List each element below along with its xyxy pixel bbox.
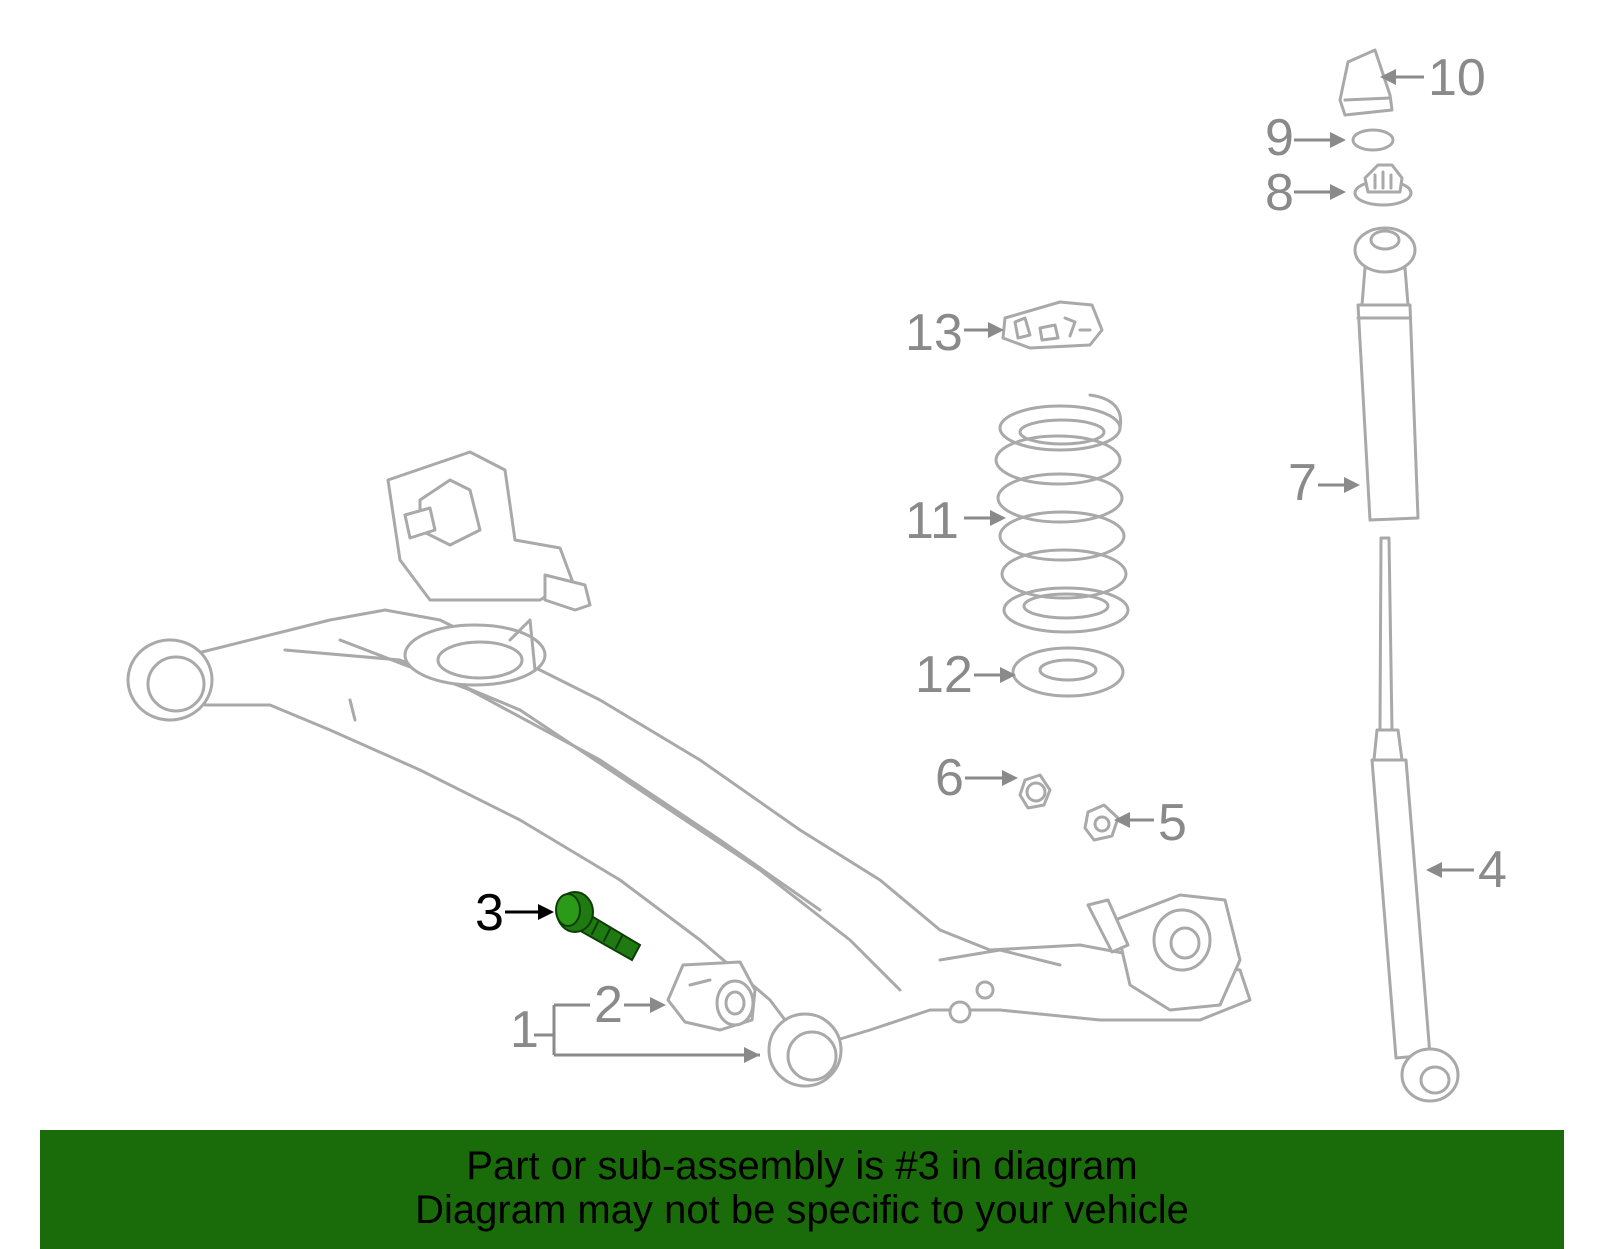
axle-beam xyxy=(126,450,1252,1088)
callout-6: 6 xyxy=(935,749,1018,807)
svg-text:12: 12 xyxy=(915,646,973,704)
nut-part-5 xyxy=(1083,803,1120,842)
bolt-part-3 xyxy=(555,891,642,962)
callout-2: 2 xyxy=(594,976,666,1034)
svg-text:4: 4 xyxy=(1478,841,1507,899)
callout-8: 8 xyxy=(1265,164,1346,222)
coil-spring xyxy=(994,393,1130,634)
svg-text:5: 5 xyxy=(1158,794,1187,852)
svg-text:3: 3 xyxy=(475,884,504,942)
banner-disclaimer-text: Diagram may not be specific to your vehi… xyxy=(415,1188,1189,1232)
svg-text:9: 9 xyxy=(1265,109,1294,167)
bushing xyxy=(666,960,757,1032)
shock-absorber xyxy=(1370,536,1460,1103)
callout-12: 12 xyxy=(915,646,1016,704)
svg-text:8: 8 xyxy=(1265,164,1294,222)
bump-stop-cap xyxy=(1338,48,1394,117)
svg-text:6: 6 xyxy=(935,749,964,807)
callout-13: 13 xyxy=(905,304,1004,362)
callout-11: 11 xyxy=(905,492,1006,550)
callout-4: 4 xyxy=(1426,841,1507,899)
callout-1: 1 xyxy=(510,1001,760,1063)
svg-text:10: 10 xyxy=(1428,49,1486,107)
callout-9: 9 xyxy=(1265,109,1346,167)
spring-seat-lower xyxy=(1011,646,1125,698)
svg-text:13: 13 xyxy=(905,304,963,362)
callout-3: 3 xyxy=(475,884,554,942)
svg-text:11: 11 xyxy=(905,492,959,550)
callout-10: 10 xyxy=(1380,49,1486,107)
svg-text:1: 1 xyxy=(510,1001,539,1059)
dust-boot xyxy=(1353,226,1420,522)
callout-5: 5 xyxy=(1114,794,1187,852)
callout-7: 7 xyxy=(1288,454,1360,512)
nut-part-6 xyxy=(1018,773,1052,810)
svg-text:7: 7 xyxy=(1288,454,1317,512)
svg-text:2: 2 xyxy=(594,976,623,1034)
spring-seat-upper xyxy=(1001,300,1104,350)
banner-part-text: Part or sub-assembly is #3 in diagram xyxy=(466,1144,1138,1188)
washer-part-9 xyxy=(1351,128,1395,152)
mount-bushing xyxy=(1353,163,1413,207)
info-banner: Part or sub-assembly is #3 in diagram Di… xyxy=(40,1130,1564,1249)
